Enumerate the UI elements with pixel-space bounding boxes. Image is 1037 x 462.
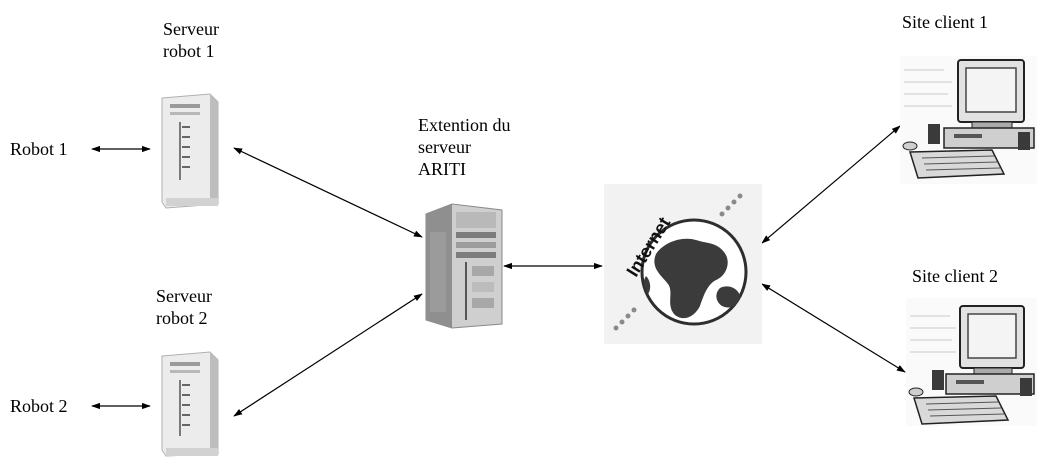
internet-to-client-1-link xyxy=(761,125,901,244)
ariti-server-label: Extention du serveur ARITI xyxy=(418,114,511,180)
tower-server-icon xyxy=(161,351,219,457)
site-client-2-label: Site client 2 xyxy=(912,266,998,286)
robot-1-label: Robot 1 xyxy=(10,139,68,159)
desktop-computer-icon xyxy=(906,298,1037,426)
server-2-to-ariti-link xyxy=(233,293,423,417)
serveur-robot-2-label-line-1: Serveur xyxy=(156,286,212,306)
serveur-robot-2-label-line-2: robot 2 xyxy=(156,308,208,328)
serveur-robot-1-label-line-1: Serveur xyxy=(163,19,219,39)
robot-2-label: Robot 2 xyxy=(10,396,68,416)
desktop-computer-icon xyxy=(900,56,1037,184)
serveur-robot-1-label-line-2: robot 1 xyxy=(163,41,215,61)
ariti-server-label-line-2: serveur xyxy=(418,137,471,157)
internet-globe-icon: Internet xyxy=(604,184,762,344)
server-1-to-ariti-link xyxy=(233,147,423,238)
ariti-server-icon xyxy=(425,203,503,329)
serveur-robot-1-label: Serveur robot 1 xyxy=(163,18,219,62)
ariti-server-label-line-3: ARITI xyxy=(418,159,466,179)
site-client-1-label: Site client 1 xyxy=(902,12,988,32)
ariti-server-label-line-1: Extention du xyxy=(418,115,511,135)
serveur-robot-2-label: Serveur robot 2 xyxy=(156,285,212,329)
internet-to-client-2-link xyxy=(761,283,906,373)
tower-server-icon xyxy=(161,93,219,209)
